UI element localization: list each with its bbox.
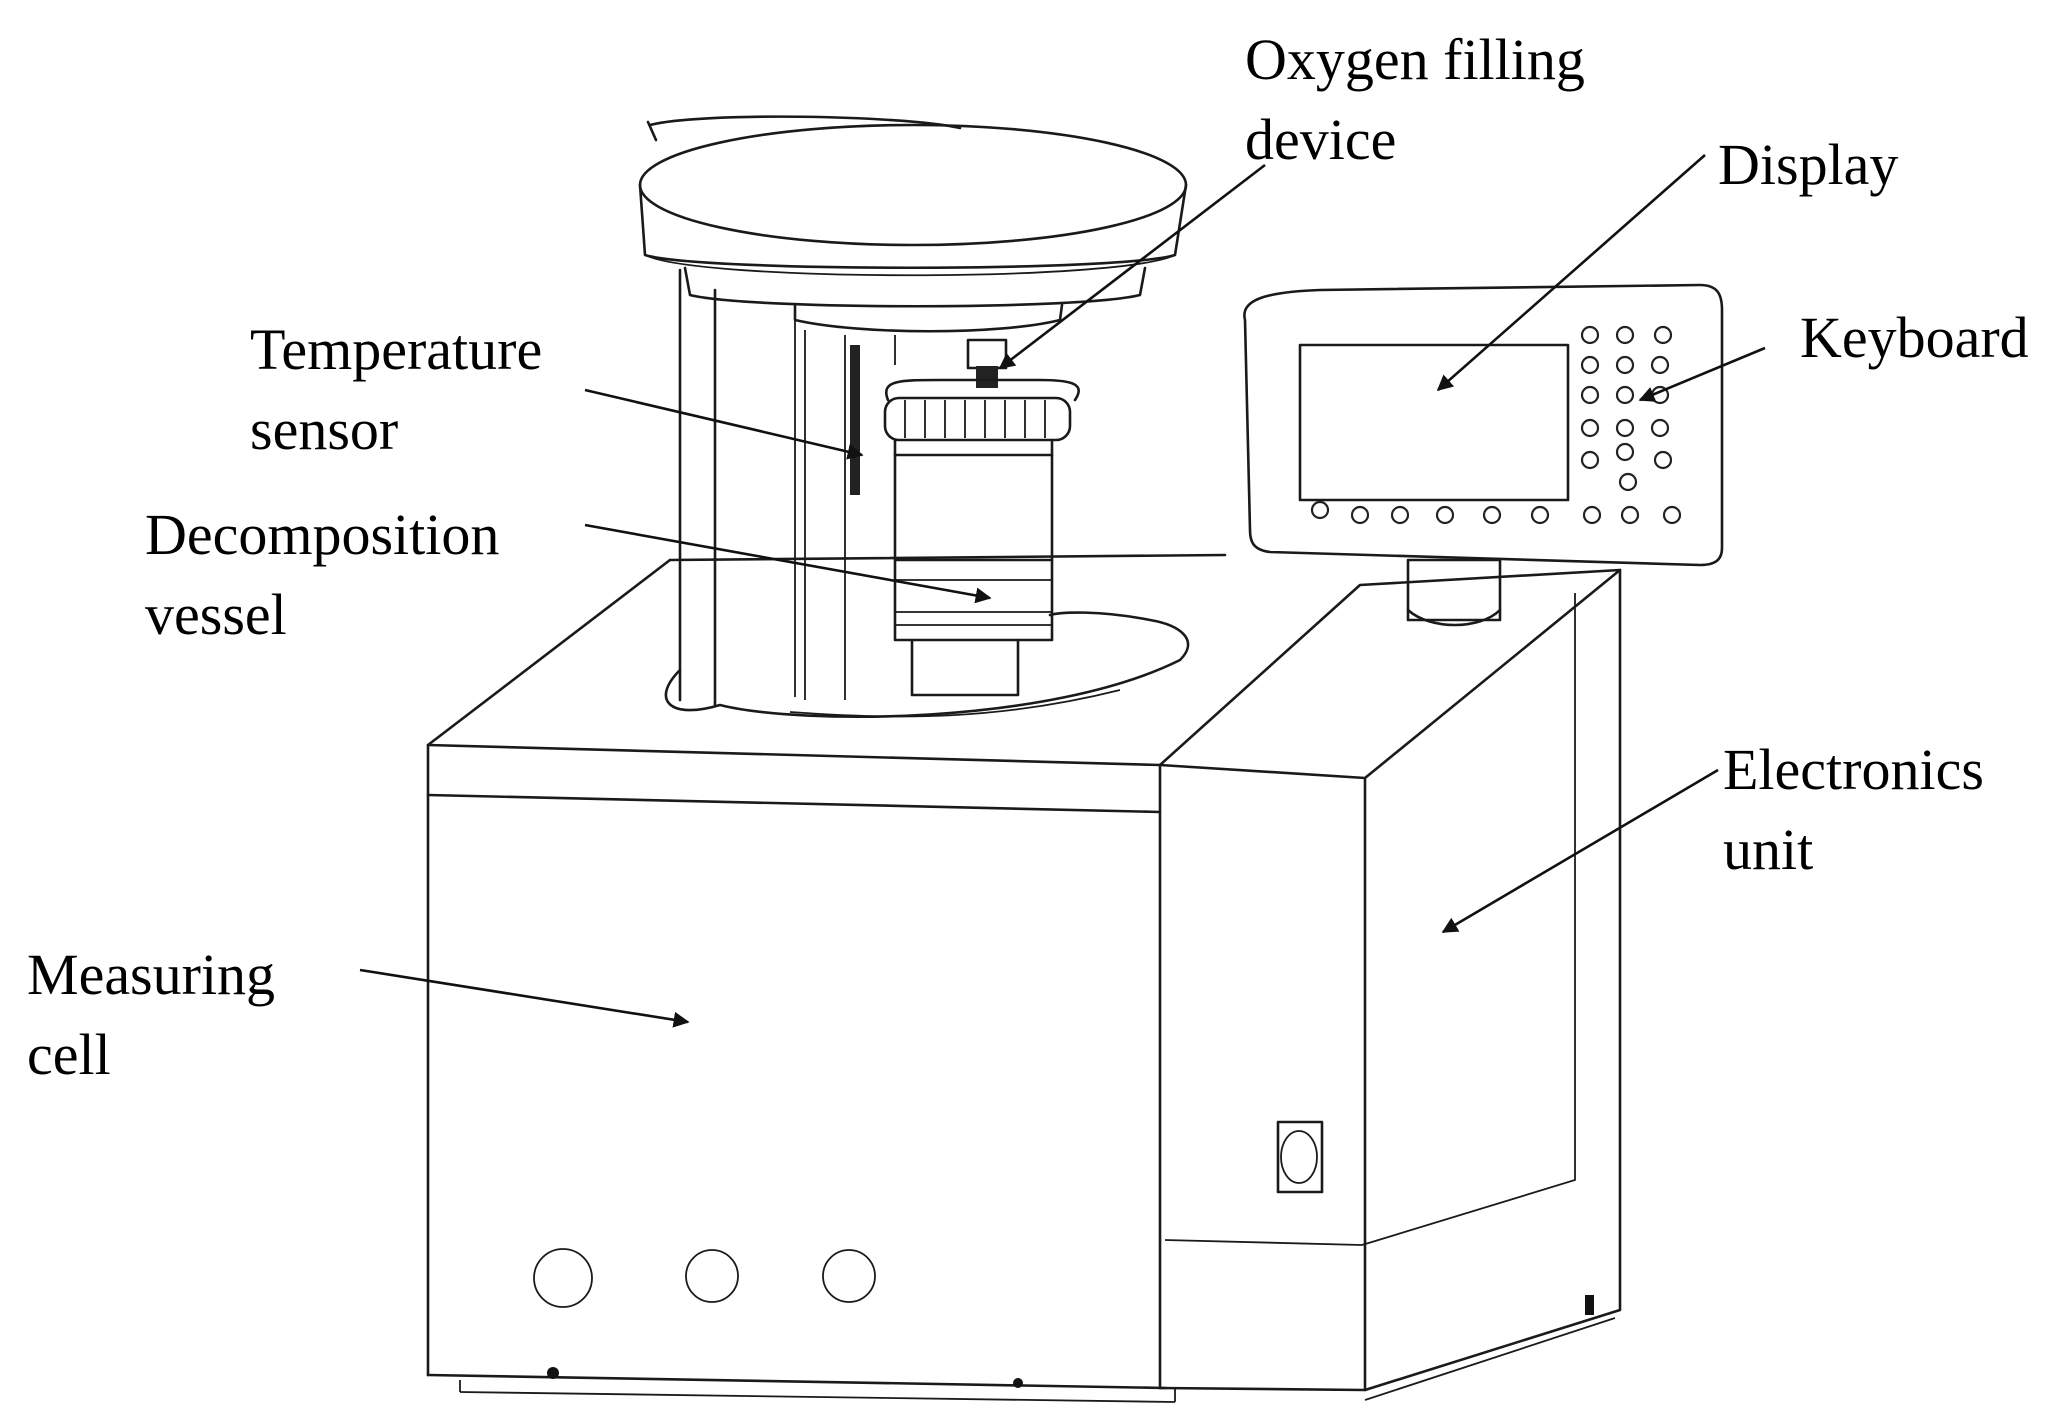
label-line: Electronics [1723,737,1984,802]
keypad-button [1662,505,1682,525]
label-decomposition-vessel: Decomposition vessel [145,495,499,655]
label-line: sensor [250,397,399,462]
keypad-button [1615,418,1635,438]
keypad-button [1310,500,1330,520]
label-temperature-sensor: Temperature sensor [250,310,542,470]
keypad-button [1615,442,1635,462]
label-line: unit [1723,817,1814,882]
keypad-button [1580,355,1600,375]
label-line: Measuring [27,942,276,1007]
keyboard-keys [1310,325,1682,525]
keypad-button [1618,472,1638,492]
keypad-button [1580,385,1600,405]
label-line: cell [27,1022,111,1087]
keypad-button [1650,355,1670,375]
keypad-button [1580,418,1600,438]
electronics-unit-body [668,553,1622,1402]
lid-assembly [638,115,1190,719]
label-keyboard: Keyboard [1800,298,2029,378]
keypad-button [1650,418,1670,438]
keypad-button [1615,355,1635,375]
keypad-button [1530,505,1550,525]
control-panel [1243,283,1724,627]
keypad-button [1615,385,1635,405]
label-line: Decomposition [145,502,500,567]
label-line: Temperature [250,317,543,382]
keypad-button [1580,325,1600,345]
keypad-button [1582,505,1602,525]
keypad-button [1653,325,1673,345]
keypad-button [1390,505,1410,525]
display-screen [1298,343,1570,502]
label-oxygen-filling-device: Oxygen filling device [1245,20,1585,180]
label-line: Keyboard [1800,305,2029,370]
label-line: vessel [145,582,287,647]
keypad-button [1435,505,1455,525]
keypad-button [1482,505,1502,525]
keypad-button [1580,450,1600,470]
label-line: device [1245,107,1397,172]
label-measuring-cell: Measuring cell [27,935,275,1095]
callout-arrows [359,154,1766,1028]
label-display: Display [1718,125,1898,205]
label-line: Display [1718,132,1899,197]
label-line: Oxygen filling [1245,27,1585,92]
measuring-cell-body [426,558,1176,1403]
label-electronics-unit: Electronics unit [1723,730,1984,890]
keypad-button [1653,450,1673,470]
keypad-button [1620,505,1640,525]
decomposition-vessel [883,338,1080,697]
keypad-button [1350,505,1370,525]
keypad-button [1615,325,1635,345]
